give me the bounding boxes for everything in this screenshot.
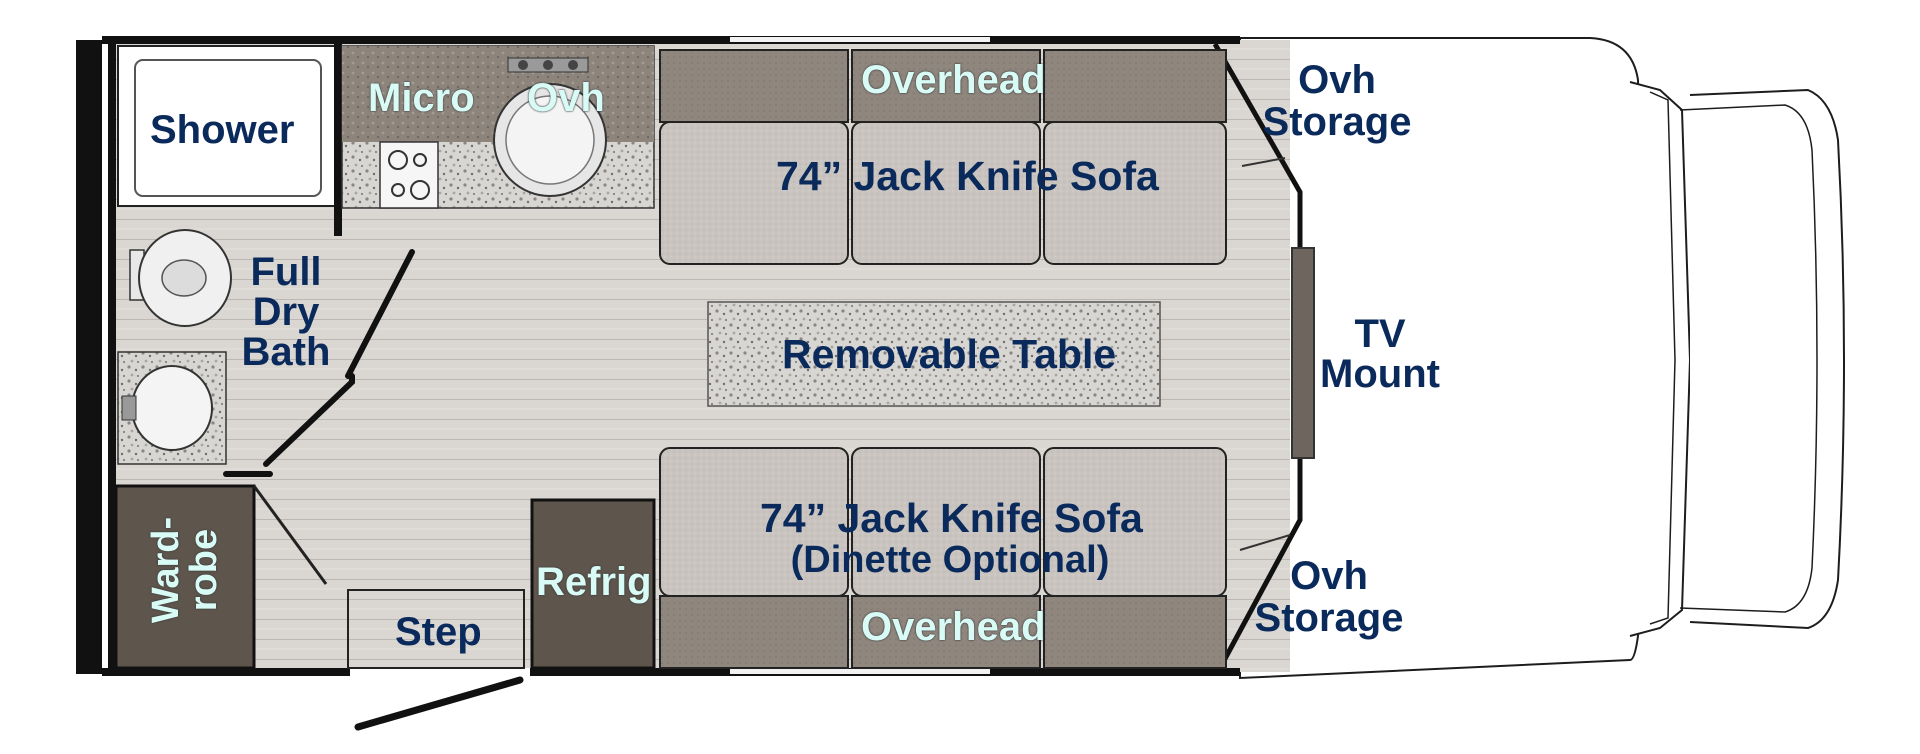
tv-mount-line1: TV [1354, 312, 1406, 356]
tv-mount-line2: Mount [1320, 352, 1440, 396]
entry-door [354, 676, 524, 731]
ovh-storage-bottom-line [1239, 534, 1291, 551]
window-bottom [730, 669, 990, 674]
bath-wall [334, 44, 342, 236]
ovh-storage-top-line1: Ovh [1298, 58, 1376, 102]
overhead-top [659, 49, 1227, 123]
tv-mount-label: TV Mount [1318, 314, 1442, 394]
bath-partition [223, 249, 415, 477]
ovh-storage-bottom-line1: Ovh [1290, 554, 1368, 598]
ovh-storage-top-line [1241, 157, 1286, 167]
step [347, 589, 525, 669]
door-opening [350, 668, 530, 676]
kitchen-counter [341, 45, 655, 209]
removable-table [707, 301, 1161, 407]
wardrobe [114, 484, 328, 670]
full-dry-bath-line1: Full [250, 250, 322, 294]
sofa-bottom-label: 74” Jack Knife Sofa (Dinette Optional) [760, 495, 1143, 581]
bath-sink [117, 351, 227, 465]
ovh-storage-top-label: Ovh Storage [1262, 60, 1412, 142]
sofa-bottom-line2: (Dinette Optional) [790, 539, 1110, 581]
sofa-top [659, 121, 1227, 265]
wardrobe-line1: Ward- [145, 516, 187, 624]
refrigerator [530, 498, 656, 670]
full-dry-bath-label: Full Dry Bath [238, 252, 334, 372]
ovh-storage-bottom-label: Ovh Storage [1254, 556, 1404, 638]
ovh-storage-top-line2: Storage [1262, 100, 1412, 144]
ovh-storage-bottom-line2: Storage [1254, 596, 1404, 640]
full-dry-bath-line3: Bath [241, 330, 331, 374]
walls [76, 36, 1240, 676]
full-dry-bath-line2: Dry [252, 290, 320, 334]
tv-mount-panel [1291, 247, 1315, 459]
overhead-bottom [659, 595, 1227, 669]
window-top [730, 37, 990, 42]
toilet [129, 229, 232, 327]
shower [117, 45, 339, 207]
sofa-bottom-line1: 74” Jack Knife Sofa [760, 495, 1143, 541]
cab-front [1239, 37, 1845, 680]
wardrobe-line2: robe [183, 528, 225, 612]
sofa-bottom [659, 447, 1227, 597]
